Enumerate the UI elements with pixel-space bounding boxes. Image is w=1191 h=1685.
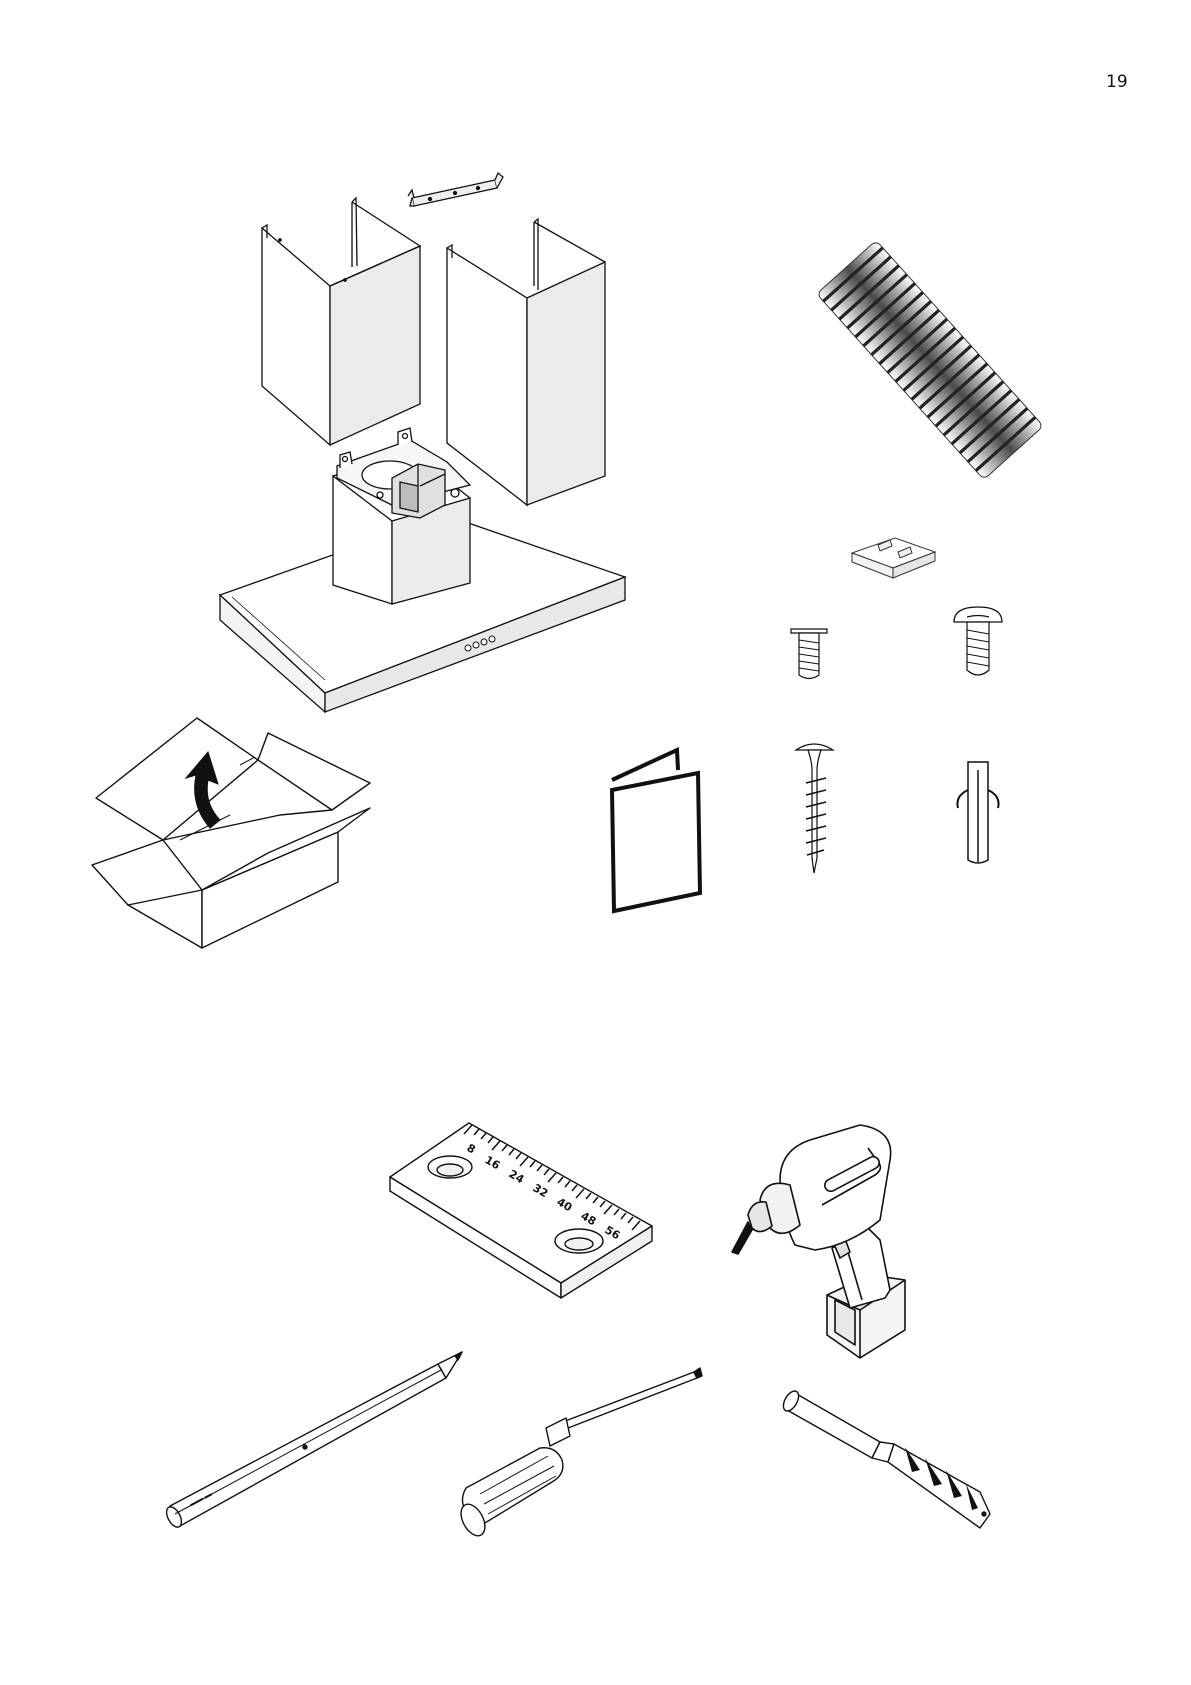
manual-booklet-icon [612,750,700,911]
ruler-icon [390,1123,652,1298]
wall-plug-icon [957,762,998,863]
flexible-duct-icon [817,240,1044,479]
chimney-cover-icon [262,198,420,445]
pencil-icon [164,1352,462,1530]
bracket-icon [408,173,503,206]
plastic-clip-icon [852,538,935,578]
drill-bit-icon [780,1388,990,1528]
wood-screw-icon [796,744,833,873]
short-screw-icon [791,629,827,679]
flat-screwdriver-icon [456,1368,702,1540]
open-box-icon [92,718,370,948]
mushroom-screw-icon [954,607,1002,675]
chimney-cover-icon [447,219,605,505]
cordless-drill-icon [732,1125,905,1358]
